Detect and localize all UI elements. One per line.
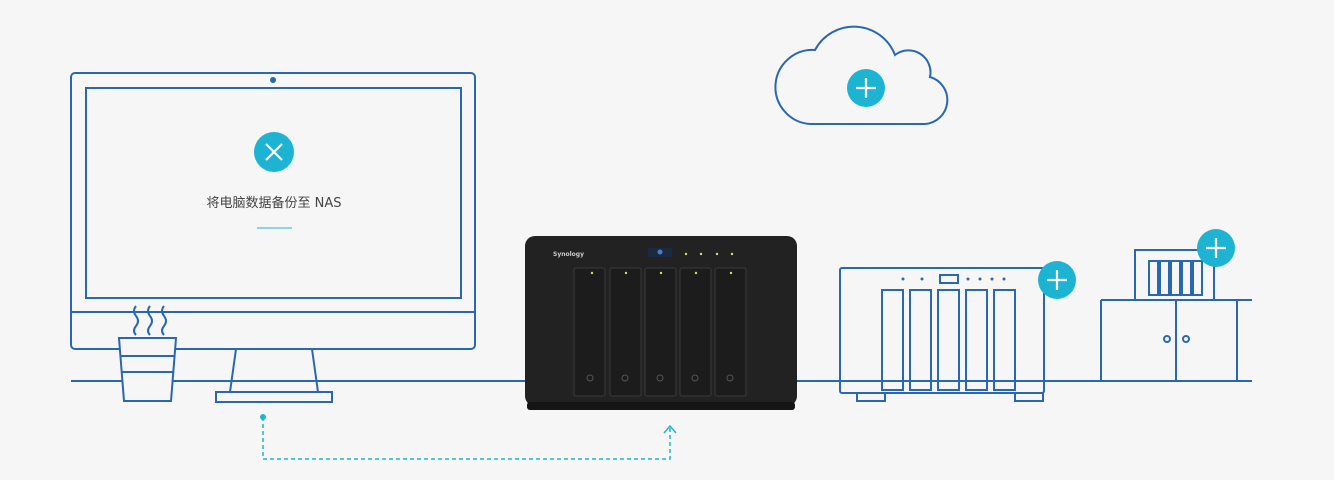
synology-nas [525,236,797,410]
cloud [774,25,949,125]
expansion-unit [839,267,1045,402]
backup-path [262,417,677,460]
plus-icon[interactable] [847,69,885,107]
cabinet-with-nas [1100,249,1252,381]
synology-logo: Synology [553,251,585,258]
monitor [70,72,476,403]
coffee-cup [117,305,178,402]
path-start-dot [260,414,266,420]
camera-dot [270,77,276,83]
plus-icon[interactable] [1038,261,1076,299]
plus-icon[interactable] [1197,229,1235,267]
close-icon [254,132,294,172]
monitor-caption: 将电脑数据备份至 NAS [206,196,342,211]
